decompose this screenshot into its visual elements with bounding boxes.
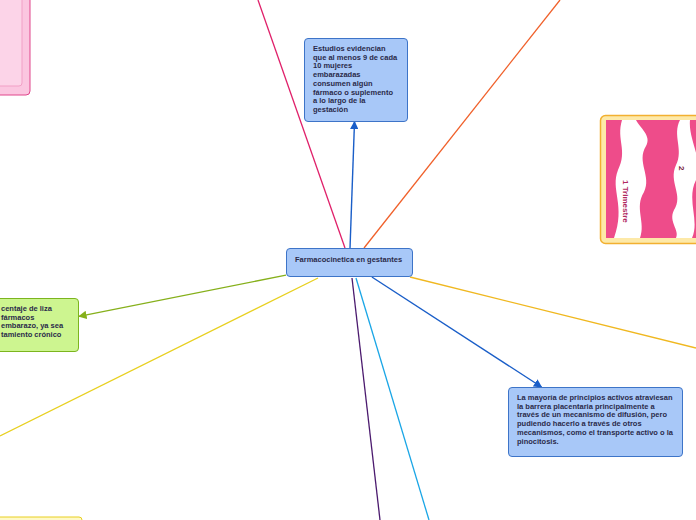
topic-box: Farmacocinetica en gestantes	[286, 248, 413, 277]
branch-line	[410, 277, 696, 348]
pink-box	[0, 0, 30, 95]
topic-text: Estudios evidencian que al menos 9 de ca…	[313, 45, 399, 115]
connector	[350, 122, 354, 248]
topic-text: centaje de liza fármacos embarazo, ya se…	[1, 305, 72, 340]
topic-box: centaje de liza fármacos embarazo, ya se…	[0, 298, 79, 352]
topic-box: Estudios evidencian que al menos 9 de ca…	[304, 38, 408, 122]
pink-inner	[0, 0, 22, 86]
image-label: 2	[677, 166, 686, 170]
image-label: 1 Trimestre	[621, 178, 630, 225]
topic-box: La mayoría de principios activos atravie…	[508, 387, 683, 457]
branch-line	[356, 278, 429, 520]
connector	[372, 277, 542, 387]
trimester-image	[601, 116, 696, 244]
connector	[79, 275, 286, 316]
topic-text: Farmacocinetica en gestantes	[295, 256, 404, 265]
topic-text: La mayoría de principios activos atravie…	[517, 394, 674, 446]
branch-line	[352, 278, 380, 520]
yellow-box	[0, 517, 82, 520]
